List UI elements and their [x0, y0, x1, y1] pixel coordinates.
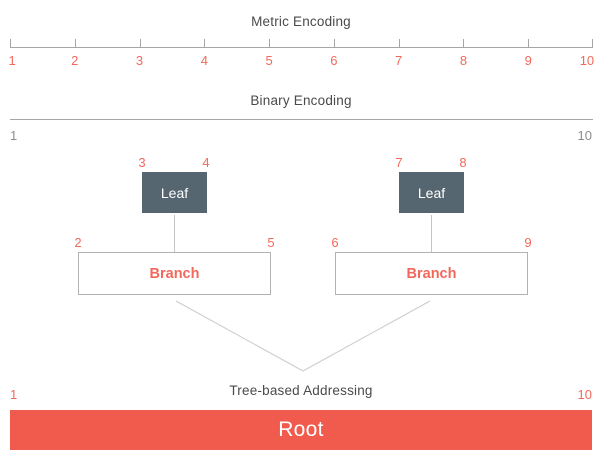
- ruler-tick-label: 4: [200, 53, 208, 68]
- leaf-node-left: Leaf: [142, 172, 207, 213]
- ruler-tick-label: 5: [265, 53, 273, 68]
- root-node: Root: [10, 410, 592, 450]
- branch-right-start-label: 6: [331, 235, 339, 250]
- binary-encoding-title: Binary Encoding: [250, 93, 352, 108]
- ruler-tick-label: 8: [459, 53, 468, 68]
- leaf-node-right: Leaf: [399, 172, 464, 213]
- ruler-tick: [592, 39, 593, 47]
- ruler-tick-label: 1: [8, 53, 16, 68]
- branch-node-left: Branch: [78, 252, 271, 295]
- tree-addressing-title: Tree-based Addressing: [229, 383, 373, 398]
- leaf-right-end-label: 8: [459, 155, 467, 170]
- leaf-left-start-label: 3: [138, 155, 146, 170]
- metric-encoding-title: Metric Encoding: [251, 14, 351, 29]
- branch-left-start-label: 2: [74, 235, 82, 250]
- ruler-tick: [204, 39, 206, 47]
- branch-left-end-label: 5: [267, 235, 275, 250]
- root-range-start: 1: [10, 387, 18, 402]
- binary-range-start: 1: [10, 128, 18, 143]
- ruler-tick-label: 3: [135, 53, 144, 68]
- ruler-tick: [528, 39, 530, 47]
- metric-ruler: [10, 38, 593, 48]
- ruler-tick-label: 6: [330, 53, 338, 68]
- binary-encoding-line: [10, 119, 593, 120]
- root-range-end: 10: [577, 387, 592, 402]
- metric-ruler-labels: 1 2 3 4 5 6 7 8 9 10: [8, 53, 595, 69]
- ruler-tick-label: 9: [524, 53, 532, 68]
- ruler-tick: [139, 39, 141, 47]
- ruler-tick: [10, 39, 11, 47]
- leaf-left-end-label: 4: [202, 155, 210, 170]
- ruler-tick-label: 7: [395, 53, 403, 68]
- ruler-tick: [269, 39, 271, 47]
- branch-right-to-root-connector: [302, 300, 431, 372]
- branch-left-to-root-connector: [175, 300, 304, 372]
- branch-right-end-label: 9: [524, 235, 532, 250]
- ruler-tick: [398, 39, 400, 47]
- ruler-tick: [463, 39, 465, 47]
- ruler-tick: [74, 39, 76, 47]
- leaf-right-to-branch-connector: [431, 215, 432, 252]
- ruler-tick-label: 2: [71, 53, 79, 68]
- leaf-left-to-branch-connector: [174, 215, 175, 252]
- binary-range-end: 10: [577, 128, 592, 143]
- ruler-tick-label: 10: [579, 53, 595, 68]
- ruler-tick: [333, 39, 335, 47]
- branch-node-right: Branch: [335, 252, 528, 295]
- leaf-right-start-label: 7: [395, 155, 403, 170]
